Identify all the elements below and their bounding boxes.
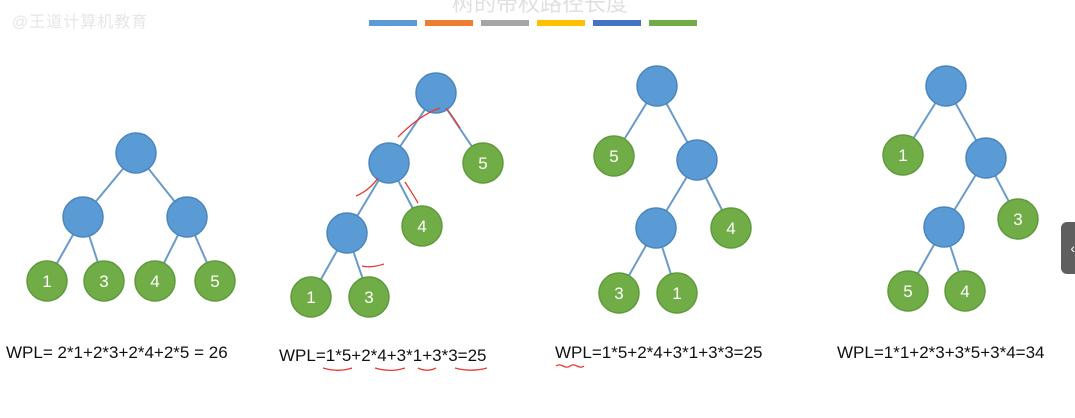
- leaf-node: [593, 135, 635, 177]
- title-color-bar: [425, 20, 473, 26]
- title-color-bar: [481, 20, 529, 26]
- leaf-weight-label: 5: [609, 147, 618, 166]
- leaf-node: [462, 142, 504, 184]
- annotation-mark: [555, 364, 585, 368]
- leaf-weight-label: 4: [417, 217, 426, 236]
- title-color-bar: [593, 20, 641, 26]
- leaf-weight-label: 1: [42, 272, 51, 291]
- chevron-left-icon[interactable]: ‹: [1061, 222, 1075, 274]
- formula-tree-4: WPL=1*1+2*3+3*5+3*4=34: [837, 343, 1045, 362]
- annotation-mark: [374, 367, 406, 371]
- leaf-weight-label: 3: [364, 288, 373, 307]
- title-color-bar: [537, 20, 585, 26]
- internal-node: [636, 65, 678, 107]
- formula-tree-1: WPL= 2*1+2*3+2*4+2*5 = 26: [6, 343, 228, 362]
- leaf-weight-label: 1: [898, 146, 907, 165]
- internal-node: [923, 206, 965, 248]
- leaf-node: [944, 270, 986, 312]
- internal-node: [326, 212, 368, 254]
- formula-tree-2: WPL=1*5+2*4+3*1+3*3=25: [279, 346, 487, 365]
- annotation-mark: [445, 107, 461, 129]
- leaf-node: [290, 276, 332, 318]
- internal-node: [368, 142, 410, 184]
- leaf-weight-label: 4: [150, 272, 159, 291]
- leaf-node: [997, 198, 1039, 240]
- leaf-node: [194, 260, 236, 302]
- formula-tree-3: WPL=1*5+2*4+3*1+3*3=25: [555, 343, 763, 362]
- leaf-node: [26, 260, 68, 302]
- leaf-weight-label: 3: [614, 284, 623, 303]
- internal-node: [415, 72, 457, 114]
- leaf-weight-label: 3: [99, 272, 108, 291]
- leaf-weight-label: 1: [306, 288, 315, 307]
- title-color-bar: [649, 20, 697, 26]
- internal-node: [965, 137, 1007, 179]
- page-title: 树的带权路径长度: [451, 0, 628, 16]
- internal-node: [635, 207, 677, 249]
- leaf-node: [710, 207, 752, 249]
- annotation-mark: [322, 367, 353, 371]
- leaf-node: [134, 260, 176, 302]
- internal-node: [62, 196, 104, 238]
- leaf-weight-label: 3: [1013, 210, 1022, 229]
- annotation-mark: [361, 263, 385, 268]
- annotation-mark: [454, 367, 488, 371]
- annotation-mark: [417, 367, 437, 371]
- leaf-node: [882, 134, 924, 176]
- internal-node: [676, 139, 718, 181]
- leaf-weight-label: 1: [672, 284, 681, 303]
- leaf-weight-label: 4: [726, 219, 735, 238]
- leaf-node: [401, 205, 443, 247]
- annotation-mark: [404, 181, 419, 204]
- leaf-node: [83, 260, 125, 302]
- title-color-bar: [369, 20, 417, 26]
- leaf-node: [598, 272, 640, 314]
- watermark: @王道计算机教育: [12, 14, 149, 31]
- annotation-mark: [397, 107, 441, 138]
- leaf-node: [348, 276, 390, 318]
- leaf-weight-label: 5: [478, 154, 487, 173]
- leaf-weight-label: 4: [960, 282, 969, 301]
- annotation-mark: [355, 177, 379, 197]
- internal-node: [115, 132, 157, 174]
- internal-node: [166, 196, 208, 238]
- leaf-node: [656, 272, 698, 314]
- leaf-weight-label: 5: [210, 272, 219, 291]
- leaf-node: [887, 270, 929, 312]
- leaf-weight-label: 5: [903, 282, 912, 301]
- internal-node: [925, 65, 967, 107]
